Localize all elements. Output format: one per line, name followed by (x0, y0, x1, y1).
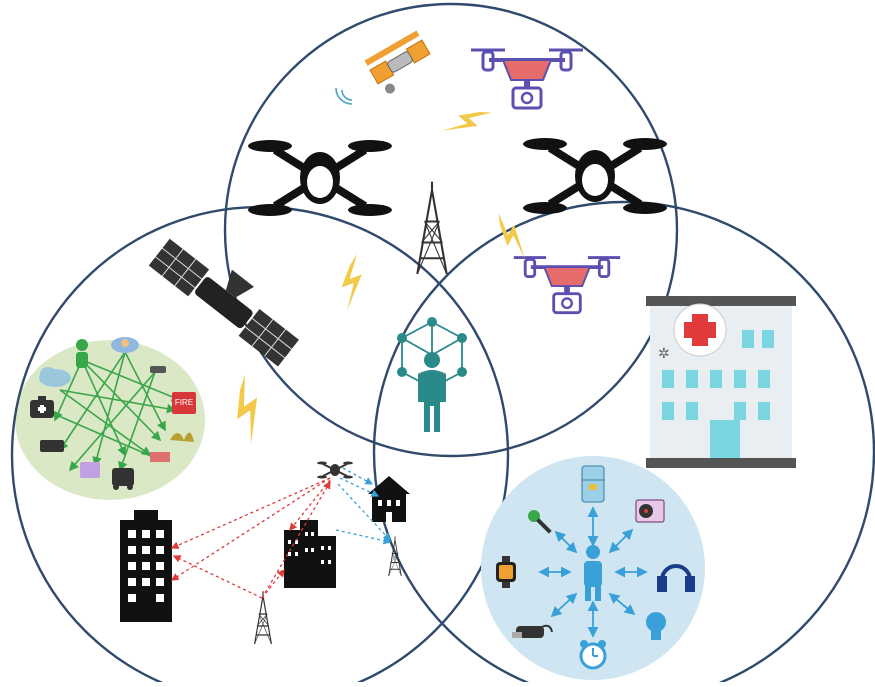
wearables-hub (481, 456, 705, 680)
vr-headset-icon (512, 624, 553, 638)
vehicle-icon (40, 440, 100, 478)
iot-sensor-network: FIRE (15, 337, 205, 500)
fridge-icon (581, 465, 605, 503)
alarm-clock-icon (579, 640, 607, 670)
light-bulb-icon (646, 612, 666, 640)
person-icon (76, 339, 88, 368)
car-icon (112, 468, 134, 490)
small-drone-icon (317, 461, 353, 479)
building-icon (284, 520, 336, 588)
healthcare-iot-circle (372, 200, 875, 687)
medical-symbol-icon: ✲ (658, 345, 670, 361)
smartwatch-icon (496, 556, 516, 588)
building-icon (120, 510, 172, 622)
plant-sensor-icon (150, 432, 194, 462)
aerial-network-circle (223, 2, 679, 458)
medical-kit-icon (30, 396, 54, 418)
cloud-icon (39, 367, 71, 387)
music-player-icon (635, 499, 665, 523)
building-icon (368, 476, 410, 522)
satellite-icon (364, 30, 431, 94)
satellite-icon (148, 238, 299, 367)
hospital-icon: ✲ (646, 296, 796, 468)
microphone-icon (528, 510, 552, 534)
person-icon (584, 545, 602, 601)
headphones-icon (657, 564, 695, 592)
baby-monitor-icon (111, 337, 139, 353)
person-network-icon (397, 317, 467, 432)
fire-alarm-icon: FIRE (172, 392, 196, 414)
security-camera-icon (150, 366, 166, 373)
fire-sign-label: FIRE (175, 398, 193, 407)
signal-waves-icon (335, 87, 353, 105)
